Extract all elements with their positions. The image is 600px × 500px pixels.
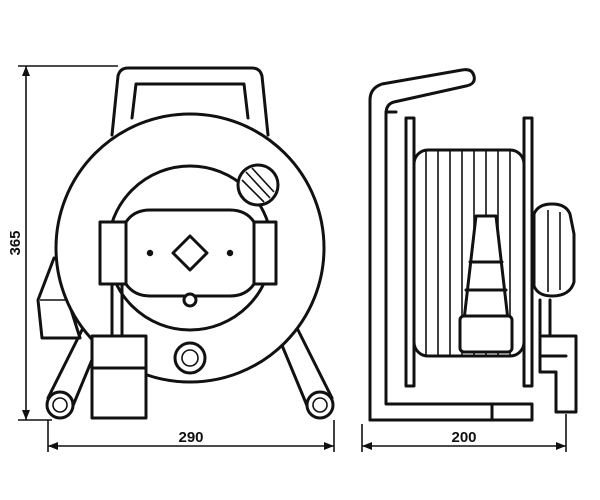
side-foot (490, 402, 534, 422)
front-view (36, 66, 335, 420)
front-switch-box (90, 334, 148, 420)
front-handle-inner (130, 82, 250, 120)
side-frame (368, 68, 522, 422)
front-height-label: 365 (7, 230, 24, 255)
front-handle (110, 66, 270, 137)
socket-pin-left (146, 249, 154, 257)
socket-earth-diamond (171, 234, 209, 272)
dimension-front-width: 290 (47, 420, 335, 452)
socket-pin-right (226, 249, 234, 257)
side-switch-box (538, 334, 578, 414)
front-right-foot (305, 390, 335, 420)
dimension-side-width: 200 (361, 414, 567, 452)
front-left-foot (45, 390, 75, 420)
side-knob (532, 202, 576, 298)
dimension-front-height: 365 (7, 65, 118, 421)
side-width-label: 200 (451, 429, 476, 446)
side-view (368, 68, 578, 422)
front-bottom-socket (173, 341, 207, 375)
front-width-label: 290 (178, 429, 203, 446)
